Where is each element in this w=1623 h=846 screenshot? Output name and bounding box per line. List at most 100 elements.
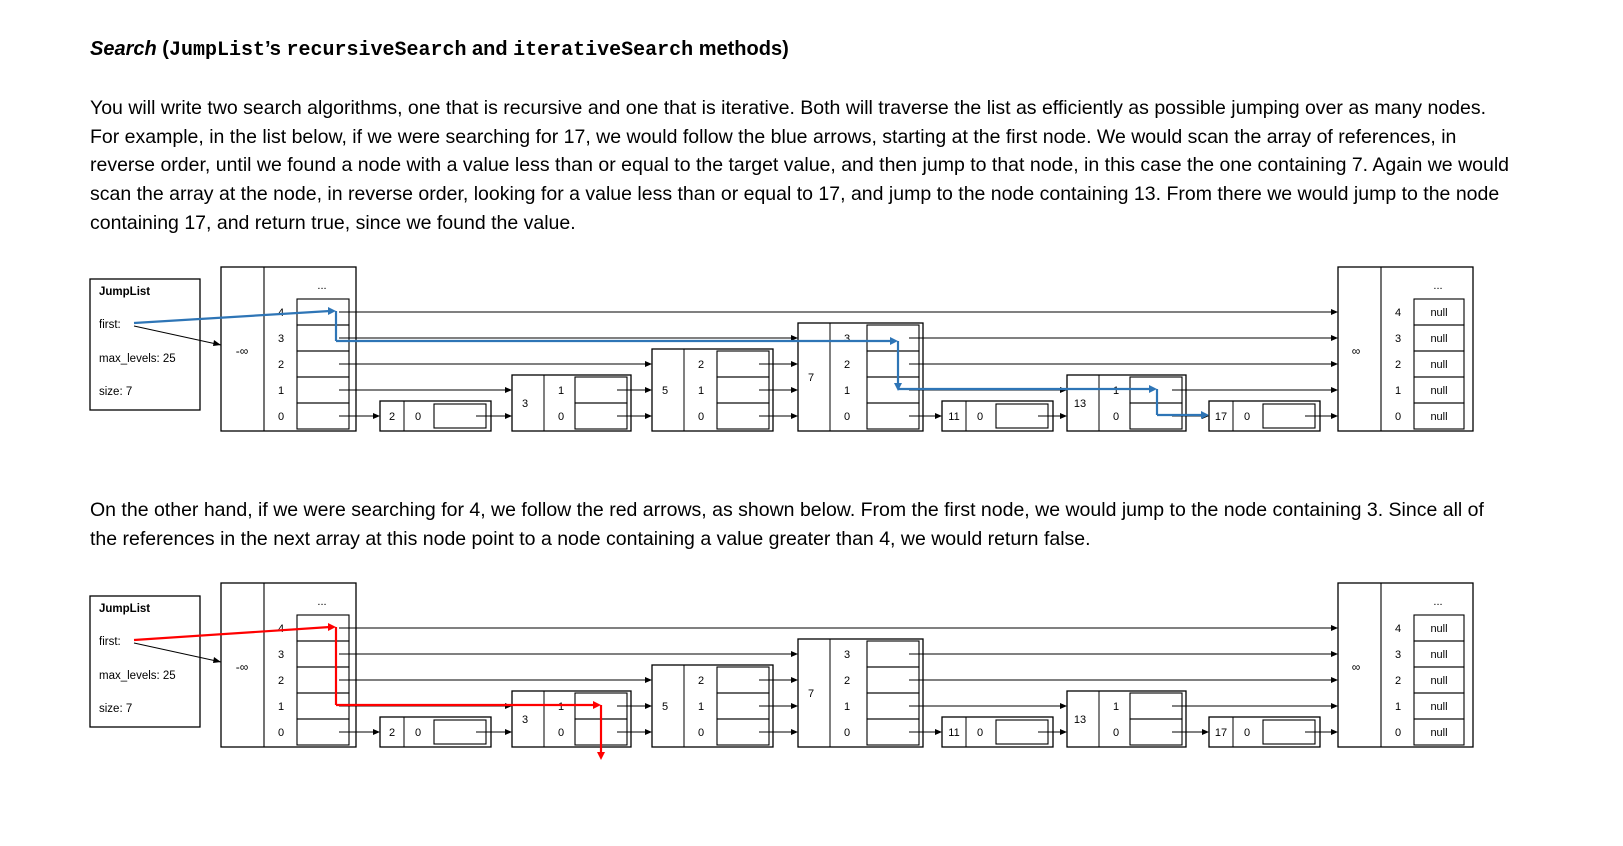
reference-arrow-level-arrowhead	[1331, 729, 1338, 735]
node-level-index: 2	[844, 675, 850, 687]
node-level-index: 2	[698, 675, 704, 687]
node-box	[379, 400, 492, 432]
path-segment-down-arrowhead	[597, 752, 605, 760]
tail-level-index: 3	[1395, 333, 1401, 345]
reference-arrow-level-arrowhead	[791, 703, 798, 709]
node-value-3: 301	[511, 374, 632, 432]
head-node-box	[220, 266, 357, 432]
reference-arrow-level-arrowhead	[1331, 651, 1338, 657]
first-label: first:	[99, 636, 121, 648]
first-pointer-line	[133, 325, 222, 346]
reference-arrow-level-arrowhead	[791, 413, 798, 419]
node-level-index: 0	[977, 411, 983, 423]
head-level-index: 2	[278, 359, 284, 371]
search-17-path	[133, 307, 1209, 419]
reference-arrow-level-arrowhead	[1331, 335, 1338, 341]
tail-level-index: 0	[1395, 411, 1401, 423]
max-levels-label: max_levels: 25	[99, 670, 176, 682]
max-levels-label: max_levels: 25	[99, 353, 176, 365]
head-level-index: 0	[278, 727, 284, 739]
reference-arrow-level-arrowhead	[1331, 413, 1338, 419]
node-level-index: 0	[1244, 411, 1250, 423]
heading-class-name: JumpList	[168, 39, 265, 62]
reference-arrow-level-arrowhead	[1331, 361, 1338, 367]
node-box	[797, 322, 924, 432]
node-level-index: 1	[1113, 701, 1119, 713]
reference-arrow-level-arrowhead	[1331, 625, 1338, 631]
node-value: 2	[389, 411, 395, 423]
reference-arrow-level-arrowhead	[645, 677, 652, 683]
node-level-index: 0	[415, 411, 421, 423]
null-text: null	[1430, 411, 1447, 423]
node-level-index: 0	[558, 411, 564, 423]
first-pointer-arrowhead	[213, 657, 221, 663]
tail-value: ∞	[1352, 660, 1361, 674]
node-value: 7	[808, 372, 814, 384]
node-value: 17	[1215, 411, 1227, 423]
first-label: first:	[99, 319, 121, 331]
tail-level-index: 1	[1395, 385, 1401, 397]
node-value: 13	[1074, 714, 1086, 726]
node-value: 11	[948, 411, 959, 423]
node-value-13: 13 0 1	[1066, 690, 1187, 748]
heading-method-iterative: iterativeSearch	[513, 39, 694, 62]
node-level-index: 1	[1113, 385, 1119, 397]
null-text: null	[1430, 333, 1447, 345]
node-value-3: 301	[511, 690, 632, 748]
path-arrowhead	[593, 701, 601, 709]
reference-arrow-level-arrowhead	[791, 677, 798, 683]
node-level-index: 0	[1244, 727, 1250, 739]
path-arrowhead	[328, 307, 336, 315]
path-arrowhead	[1201, 411, 1209, 419]
heading-and: and	[466, 38, 514, 60]
head-level-index: 3	[278, 333, 284, 345]
heading-search: Search	[90, 38, 157, 60]
node-level-index: 2	[844, 359, 850, 371]
reference-arrow-level-arrowhead	[505, 729, 512, 735]
size-label: size: 7	[99, 386, 132, 398]
reference-arrow-level-arrowhead	[645, 729, 652, 735]
reference-arrow-level-arrowhead	[1331, 387, 1338, 393]
node-value: 5	[662, 701, 668, 713]
null-text: null	[1430, 675, 1447, 687]
reference-arrow-level-arrowhead	[935, 729, 942, 735]
null-text: null	[1430, 649, 1447, 661]
node-level-index: 1	[558, 385, 564, 397]
reference-arrow-level-arrowhead	[1060, 729, 1067, 735]
head-level-index: 1	[278, 385, 284, 397]
paragraph-search-17: You will write two search algorithms, on…	[90, 97, 1510, 234]
head-ellipsis: ...	[317, 596, 326, 608]
node-value: 11	[948, 727, 959, 739]
tail-null-cell	[1413, 298, 1465, 326]
tail-value: ∞	[1352, 344, 1361, 358]
node-level-index: 0	[1113, 727, 1119, 739]
search-4-path	[133, 623, 605, 760]
node-level-index: 0	[415, 727, 421, 739]
tail-null-cell	[1413, 614, 1465, 642]
jumplist-box	[89, 595, 201, 728]
node-level-index: 3	[844, 649, 850, 661]
reference-arrow-level-arrowhead	[791, 387, 798, 393]
tail-node-box	[1337, 266, 1474, 432]
node-value: 7	[808, 688, 814, 700]
node-level-index: 0	[698, 727, 704, 739]
head-node-box	[220, 582, 357, 748]
reference-arrow-level-arrowhead	[1202, 729, 1209, 735]
head-level-index: 2	[278, 675, 284, 687]
node-level-index: 0	[844, 411, 850, 423]
null-text: null	[1430, 701, 1447, 713]
node-level-index: 0	[844, 727, 850, 739]
